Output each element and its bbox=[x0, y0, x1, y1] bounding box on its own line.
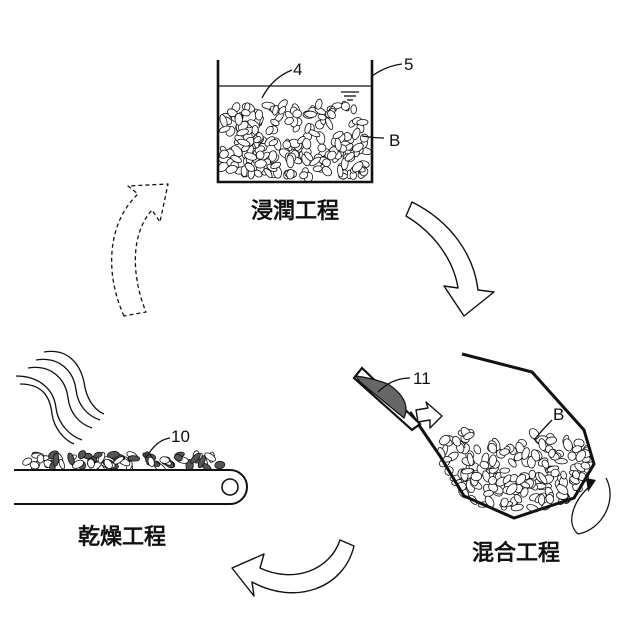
bean bbox=[318, 144, 326, 152]
arrow-dry-to-soak bbox=[112, 184, 168, 316]
bean bbox=[235, 113, 243, 125]
mixing-step-label: 混合工程 bbox=[472, 540, 560, 566]
bean bbox=[256, 151, 264, 160]
drying-step-label: 乾燥工程 bbox=[78, 524, 166, 550]
bean bbox=[58, 459, 66, 470]
bean bbox=[500, 468, 510, 474]
ref-beans-mix-label: B bbox=[553, 405, 564, 424]
bean bbox=[304, 111, 316, 118]
soaking-vessel: 4 5 B bbox=[216, 55, 413, 183]
additive-powder bbox=[356, 376, 406, 418]
ref-additive-label: 11 bbox=[413, 369, 431, 388]
bean bbox=[252, 125, 259, 134]
ref-conveyor-label: 10 bbox=[171, 427, 190, 446]
arrow-soak-to-mix bbox=[406, 202, 494, 316]
bean bbox=[538, 494, 545, 505]
additive-scoop: 11 bbox=[354, 368, 442, 430]
bean bbox=[255, 110, 263, 121]
bean bbox=[37, 454, 44, 463]
arrow-mix-to-dry bbox=[232, 540, 354, 596]
bean bbox=[499, 448, 510, 456]
soaking-step-label: 浸潤工程 bbox=[251, 199, 339, 224]
liquid-leader bbox=[262, 70, 292, 98]
mixing-drum: B bbox=[410, 354, 594, 518]
bean bbox=[128, 455, 140, 461]
bean bbox=[315, 99, 324, 110]
bean bbox=[340, 101, 351, 112]
vessel-leader bbox=[372, 64, 402, 76]
bean bbox=[67, 452, 76, 465]
bean bbox=[351, 105, 357, 114]
ref-beans-soak-label: B bbox=[389, 131, 400, 150]
drying-conveyor: 10 bbox=[14, 351, 247, 504]
bean bbox=[357, 119, 368, 125]
conveyor-roller bbox=[222, 479, 238, 495]
soaking-beans bbox=[216, 98, 372, 183]
ref-liquid-label: 4 bbox=[293, 60, 302, 79]
heat-waves-icon bbox=[16, 351, 104, 444]
bean bbox=[473, 444, 483, 455]
ref-vessel-label: 5 bbox=[404, 55, 413, 74]
bean bbox=[313, 166, 322, 172]
bean bbox=[214, 461, 225, 470]
water-level-icon bbox=[341, 92, 359, 100]
conveyor-belt bbox=[14, 470, 247, 504]
